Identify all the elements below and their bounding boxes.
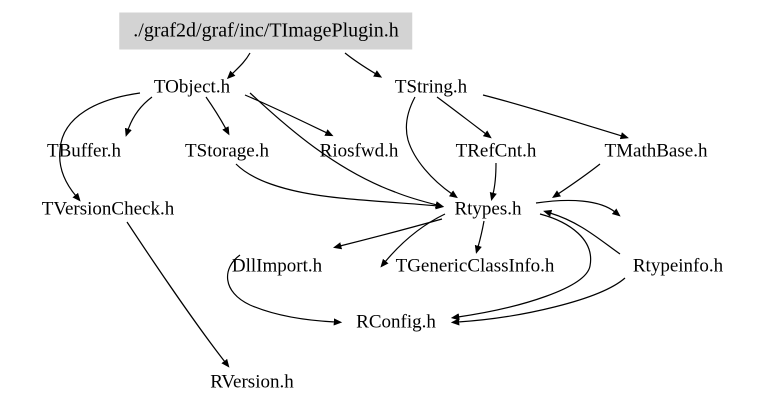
edge-Rtypes-to-RConfig: [450, 213, 592, 321]
node-TRefCnt[interactable]: TRefCnt.h: [455, 140, 537, 162]
edge-Rtypes-to-Rtypeinfo: [535, 199, 621, 217]
edge-Rtypes-to-DllImport: [333, 218, 443, 250]
node-TObject[interactable]: TObject.h: [153, 76, 231, 98]
edge-Rtypeinfo-to-Rtypes: [543, 209, 621, 255]
edge-TString-to-Rtypes: [405, 96, 458, 199]
node-TBuffer[interactable]: TBuffer.h: [46, 140, 122, 162]
edge-TObject-to-TBuffer: [124, 96, 153, 137]
node-TStorage[interactable]: TStorage.h: [185, 140, 269, 162]
node-RConfig[interactable]: RConfig.h: [356, 311, 436, 333]
node-Riosfwd[interactable]: Riosfwd.h: [319, 140, 399, 162]
edge-TRefCnt-to-Rtypes: [489, 162, 497, 201]
node-TString[interactable]: TString.h: [394, 76, 468, 98]
edge-root-to-TString: [344, 52, 383, 78]
node-TMathBase[interactable]: TMathBase.h: [604, 140, 708, 162]
edge-Rtypeinfo-to-RConfig: [450, 277, 626, 326]
node-TGenericClassInfo[interactable]: TGenericClassInfo.h: [395, 255, 555, 277]
edge-TVersionCheck-to-RVersion: [126, 221, 230, 368]
edge-TMathBase-to-Rtypes: [552, 163, 601, 198]
edge-root-to-TObject: [226, 52, 251, 80]
edge-TStorage-to-Rtypes: [235, 163, 445, 210]
edge-Rtypes-to-TGenericClassInfo: [474, 220, 485, 254]
edge-TString-to-TMathBase: [482, 94, 629, 140]
edge-TObject-to-Rtypes: [249, 92, 444, 209]
node-DllImport[interactable]: DllImport.h: [231, 255, 323, 277]
edge-TObject-to-TVersionCheck: [59, 92, 141, 202]
edge-Rtypes-to-RVersion: [380, 213, 446, 268]
edges-group: [59, 52, 629, 368]
node-Rtypes[interactable]: Rtypes.h: [454, 198, 522, 220]
node-root[interactable]: ./graf2d/graf/inc/TImagePlugin.h: [119, 12, 413, 50]
node-Rtypeinfo[interactable]: Rtypeinfo.h: [632, 255, 724, 277]
node-RVersion[interactable]: RVersion.h: [210, 371, 294, 393]
edge-TObject-to-TStorage: [205, 96, 230, 136]
edge-TString-to-TRefCnt: [436, 96, 492, 139]
node-TVersionCheck[interactable]: TVersionCheck.h: [41, 198, 175, 220]
edge-DllImport-to-RConfig: [226, 254, 343, 326]
edge-TObject-to-Riosfwd: [244, 94, 334, 137]
